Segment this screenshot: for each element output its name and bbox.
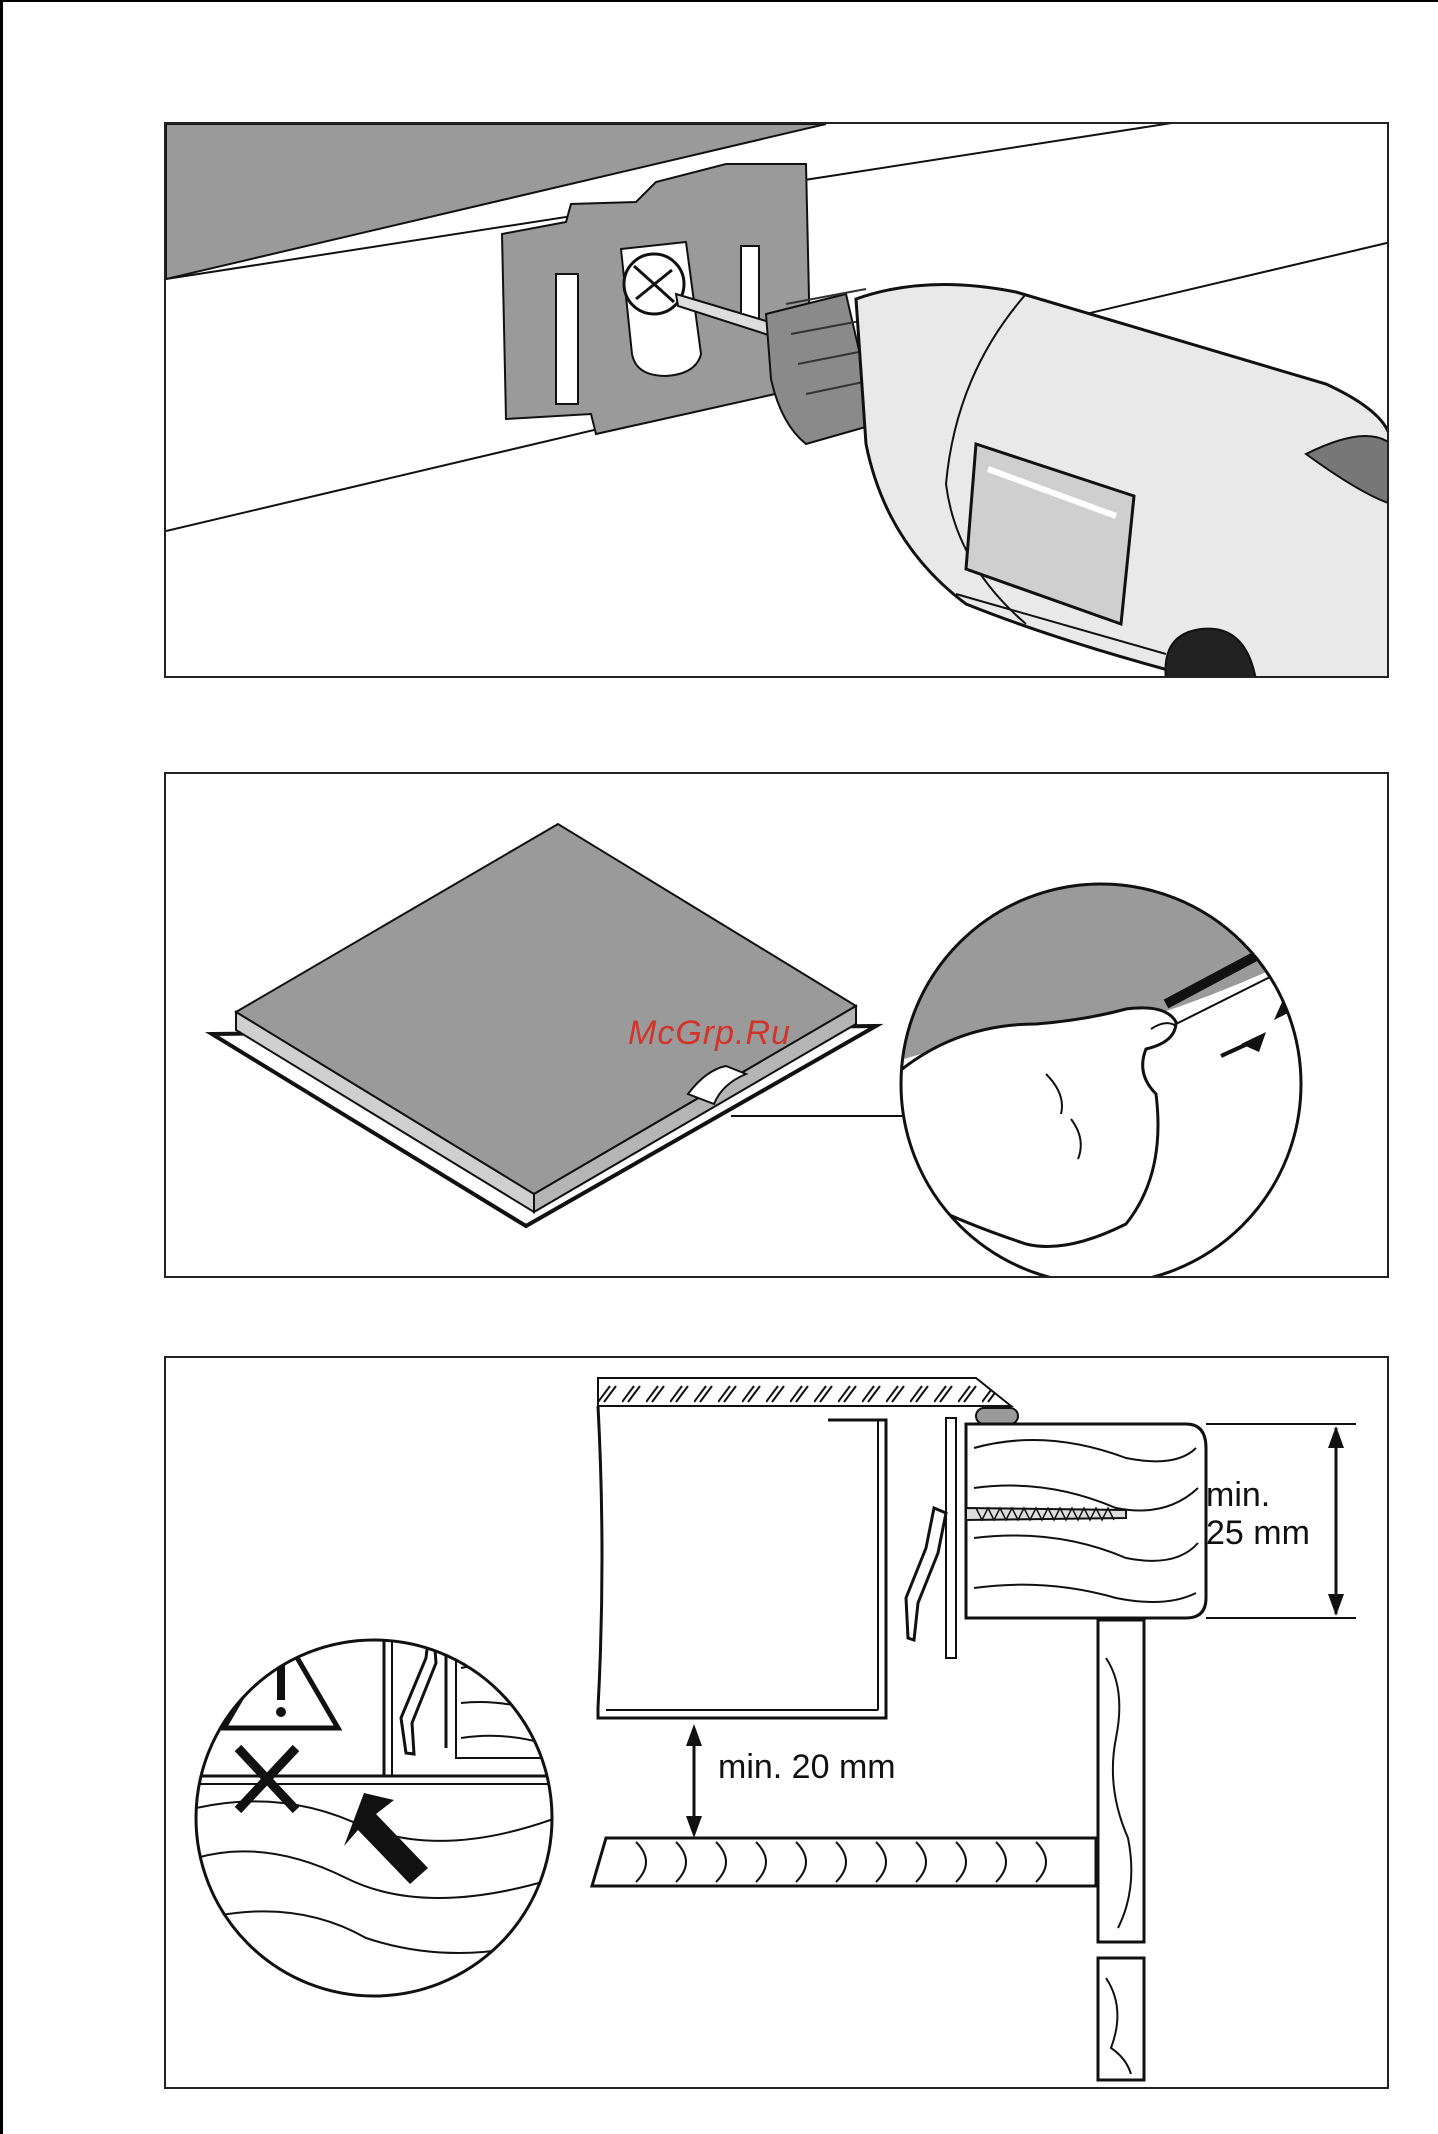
dim25-arrow-top <box>1328 1426 1344 1448</box>
side-panel-upper <box>1098 1620 1144 1942</box>
dimension-label-25mm: min. 25 mm <box>1206 1476 1310 1552</box>
hob-housing <box>598 1406 886 1718</box>
page-top-edge <box>0 0 1438 2</box>
side-panel-lower <box>1098 1958 1144 2080</box>
figure-seal-application: McGrp.Ru <box>164 772 1389 1278</box>
dim20-arrow-bottom <box>686 1816 702 1838</box>
gasket <box>976 1408 1018 1424</box>
hob-glass-top <box>598 1378 1011 1406</box>
figure-drill-clamp <box>164 122 1389 678</box>
page-left-edge <box>0 0 3 2134</box>
warning-detail-zoom <box>186 1608 566 2004</box>
dim20-arrow-top <box>686 1724 702 1746</box>
worktop-wood <box>966 1424 1206 1618</box>
figure-clearance-dimensions: min. 25 mm min. 20 mm <box>164 1356 1389 2089</box>
watermark-text: McGrp.Ru <box>628 1014 791 1053</box>
dimension-label-20mm: min. 20 mm <box>718 1748 896 1786</box>
clamp-hook <box>906 1508 946 1640</box>
shelf-board <box>592 1838 1096 1886</box>
drill-clamp-illustration <box>166 124 1389 678</box>
clamp-slot-left <box>556 274 578 404</box>
wood-screw <box>966 1508 1126 1520</box>
dim25-arrow-bottom <box>1328 1594 1344 1616</box>
hob-top <box>236 824 856 1194</box>
dimension-label-25mm-line2: 25 mm <box>1206 1514 1310 1552</box>
clearance-illustration <box>166 1358 1389 2089</box>
dimension-label-25mm-line1: min. <box>1206 1476 1310 1514</box>
clamp-plate <box>946 1418 956 1658</box>
